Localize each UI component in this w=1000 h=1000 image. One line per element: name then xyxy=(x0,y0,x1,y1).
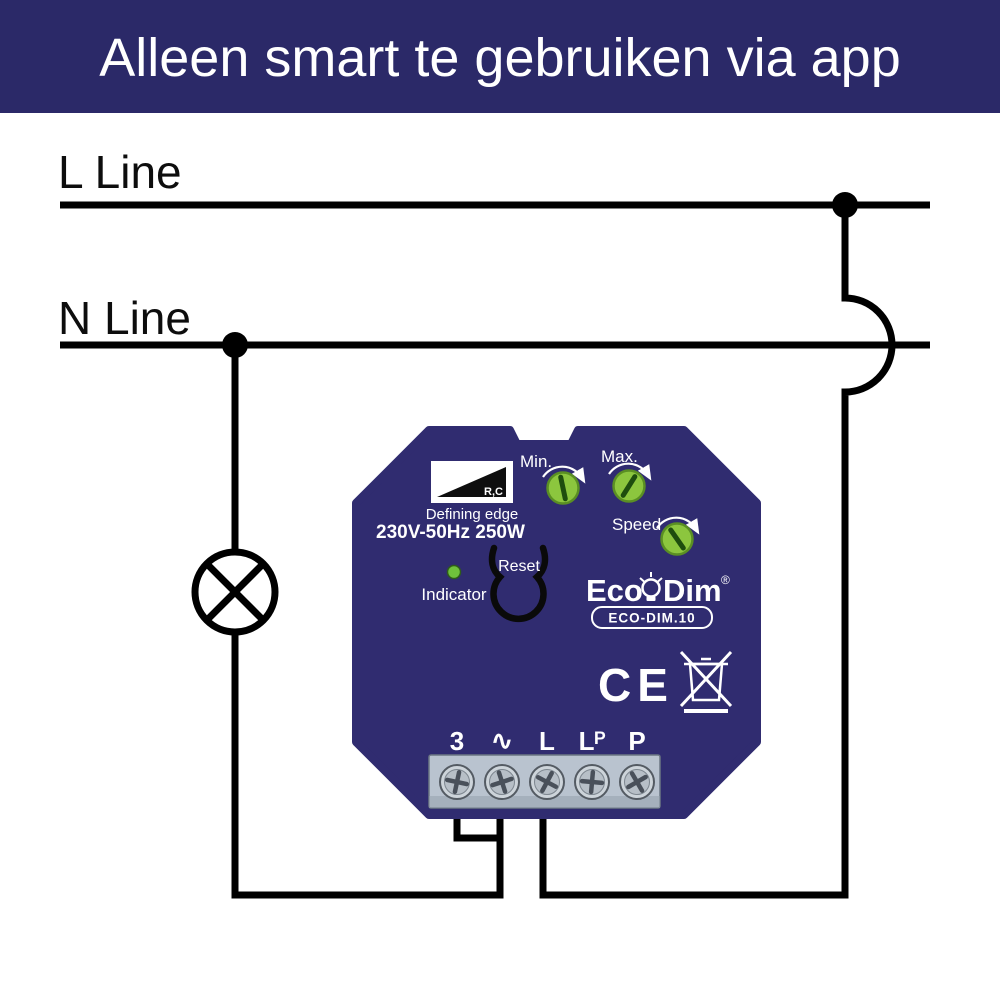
indicator: Indicator xyxy=(421,564,487,604)
min-knob-slot xyxy=(558,474,568,502)
speed-label: Speed xyxy=(612,515,661,534)
lamp-icon xyxy=(191,548,279,636)
min-label: Min. xyxy=(520,452,552,471)
terminal-screw xyxy=(439,764,475,800)
bulb-icon xyxy=(639,572,663,601)
max-arrow-arc xyxy=(608,462,652,481)
terminal-label-lp: Lᴾ xyxy=(579,726,606,756)
brand-dim-text: Dim xyxy=(663,573,722,608)
min-knob xyxy=(546,471,580,505)
reset-control: Reset xyxy=(488,544,549,623)
model-badge xyxy=(591,606,713,629)
terminal-block xyxy=(428,754,661,809)
terminal-screw xyxy=(484,764,520,800)
mains-lines: L Line N Line xyxy=(58,146,930,349)
speed-knob-slot xyxy=(668,527,686,551)
l-line-junction-dot xyxy=(832,192,858,218)
terminal-screw xyxy=(619,764,655,800)
dimmer-module: R,C Defining edge 230V-50Hz 250W Min. Ma… xyxy=(352,426,761,819)
terminal-labels: 3 ∿ L Lᴾ P xyxy=(450,725,646,756)
header-background xyxy=(0,0,1000,113)
header-title: Alleen smart te gebruiken via app xyxy=(99,28,900,88)
dimming-symbol: R,C Defining edge xyxy=(426,461,519,523)
max-label: Max. xyxy=(601,447,638,466)
reset-clip-icon xyxy=(488,544,549,623)
max-knob-slot xyxy=(620,474,638,498)
min-arrow-arc xyxy=(542,465,586,484)
module-body xyxy=(352,426,761,819)
terminal-jumper-wire xyxy=(453,808,504,842)
terminal-label-dimmed-output: ∿ xyxy=(490,725,513,756)
brand-logo: Eco Dim ® ECO-DIM.10 xyxy=(586,572,730,629)
rc-label: R,C xyxy=(484,486,503,498)
lamp-to-module-wire xyxy=(231,632,504,899)
n-line-label: N Line xyxy=(58,292,191,344)
header-banner: Alleen smart te gebruiken via app xyxy=(0,0,1000,113)
terminal-label-p: P xyxy=(628,726,645,756)
max-knob xyxy=(612,469,646,503)
speed-knob xyxy=(660,522,694,556)
registered-mark: ® xyxy=(721,573,730,587)
model-number: ECO-DIM.10 xyxy=(608,611,695,626)
circuit-wires xyxy=(222,192,896,899)
rating-label: 230V-50Hz 250W xyxy=(376,522,525,543)
l-line-label: L Line xyxy=(58,146,182,198)
defining-edge-caption: Defining edge xyxy=(426,506,519,523)
weee-bin-icon xyxy=(679,650,733,713)
lamp-cross-line xyxy=(204,561,266,623)
phase-cut-triangle-icon xyxy=(437,467,506,497)
ce-mark: CE xyxy=(598,659,674,711)
l-to-module-wire xyxy=(539,205,896,899)
terminal-label-3: 3 xyxy=(450,726,464,756)
indicator-label: Indicator xyxy=(421,585,487,604)
n-line-junction-dot xyxy=(222,332,248,358)
trimmer-controls: Min. Max. Speed xyxy=(520,447,700,556)
terminal-screw xyxy=(574,764,610,800)
indicator-led-icon xyxy=(446,564,462,580)
reset-label: Reset xyxy=(498,558,540,575)
terminal-label-l: L xyxy=(539,726,555,756)
terminal-screw xyxy=(529,764,565,800)
brand-eco-text: Eco xyxy=(586,573,643,608)
speed-arrow-arc xyxy=(656,516,700,535)
